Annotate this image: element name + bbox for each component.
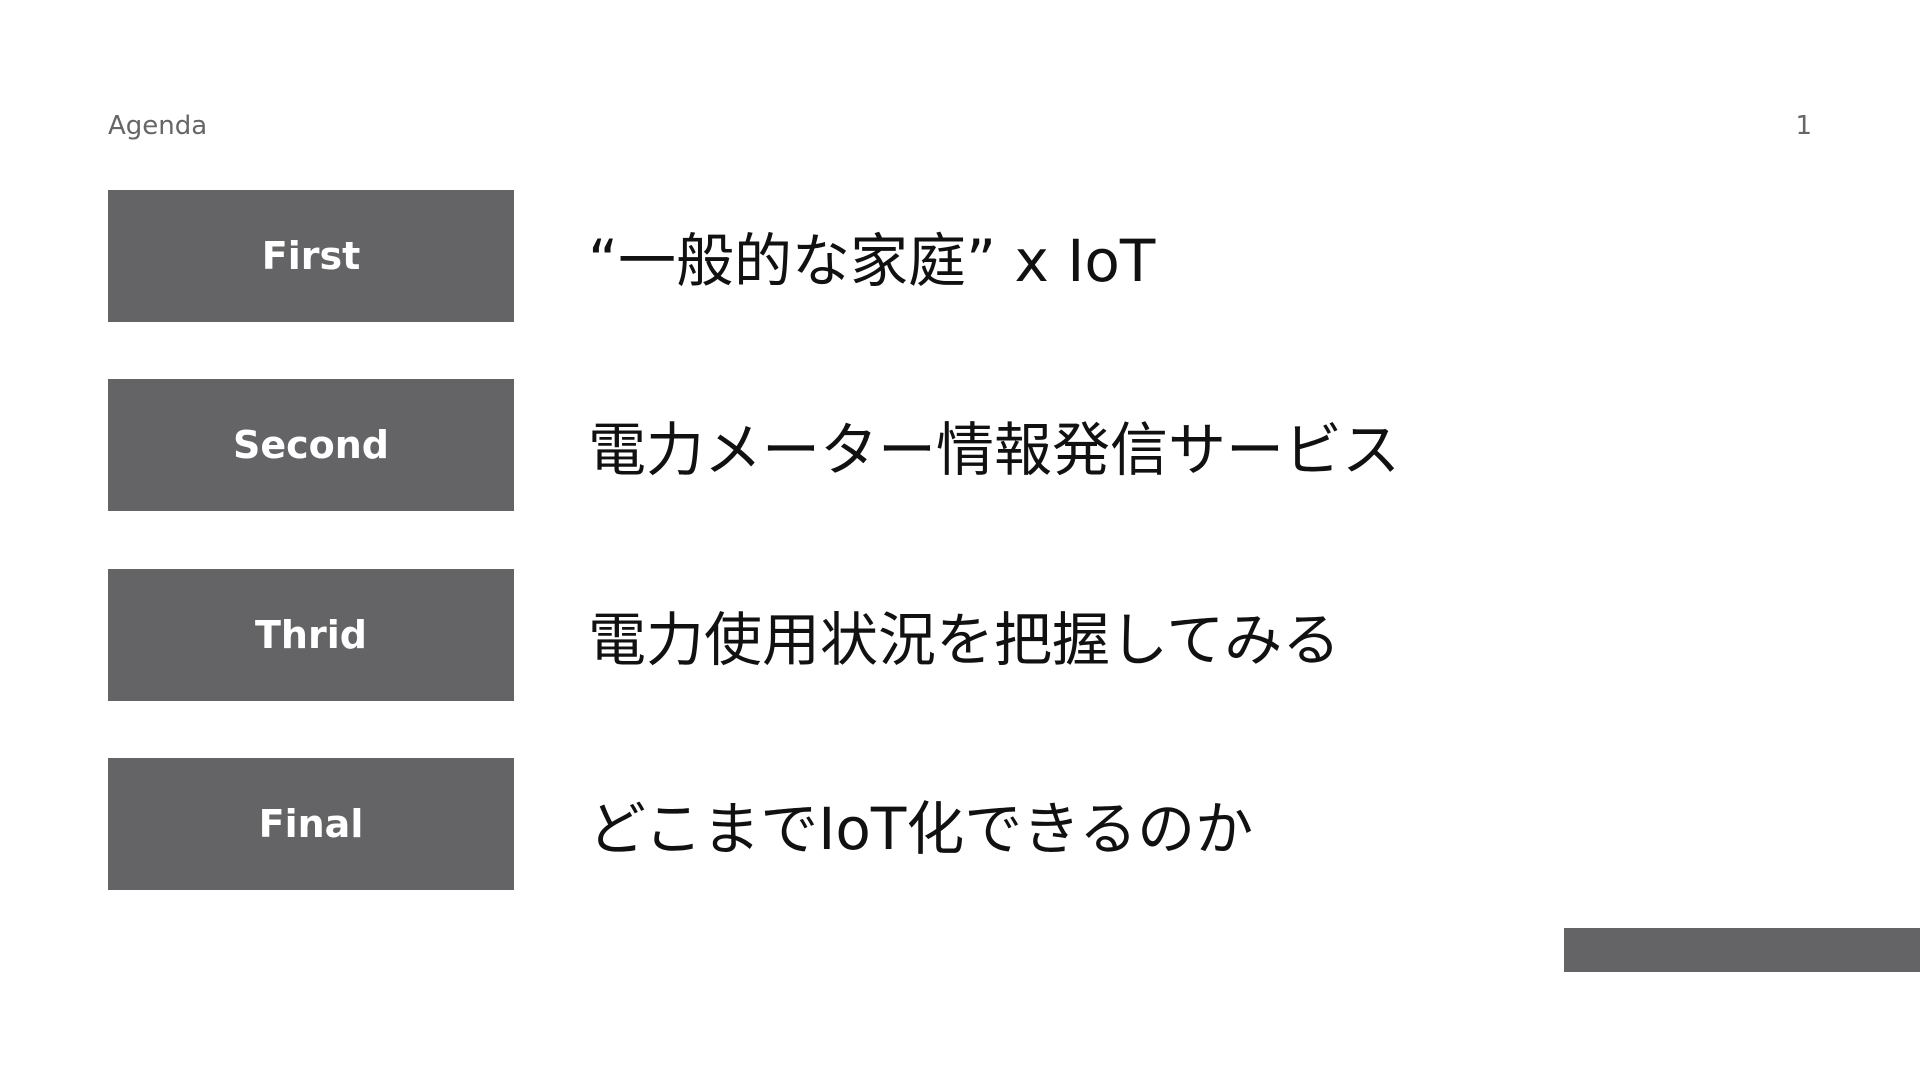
agenda-item-second: Second 電力メーター情報発信サービス (108, 379, 1708, 511)
agenda-item-text: 電力使用状況を把握してみる (588, 606, 1341, 674)
slide-section-label: Agenda (108, 111, 208, 141)
agenda-item-label: First (261, 234, 361, 278)
agenda-item-first: First “一般的な家庭” x IoT (108, 190, 1708, 322)
agenda-item-third: Thrid 電力使用状況を把握してみる (108, 569, 1708, 701)
agenda-item-final: Final どこまでIoT化できるのか (108, 758, 1708, 890)
page-number: 1 (1795, 111, 1812, 141)
agenda-item-box: First (108, 190, 514, 322)
agenda-item-label: Second (232, 423, 390, 467)
agenda-item-text: 電力メーター情報発信サービス (588, 416, 1401, 484)
agenda-item-text: “一般的な家庭” x IoT (588, 227, 1156, 295)
agenda-item-label: Final (258, 802, 364, 846)
agenda-item-text: どこまでIoT化できるのか (588, 795, 1254, 863)
agenda-item-label: Thrid (255, 613, 367, 657)
agenda-item-box: Thrid (108, 569, 514, 701)
decorative-accent-bar (1564, 928, 1920, 972)
agenda-item-box: Final (108, 758, 514, 890)
agenda-item-box: Second (108, 379, 514, 511)
